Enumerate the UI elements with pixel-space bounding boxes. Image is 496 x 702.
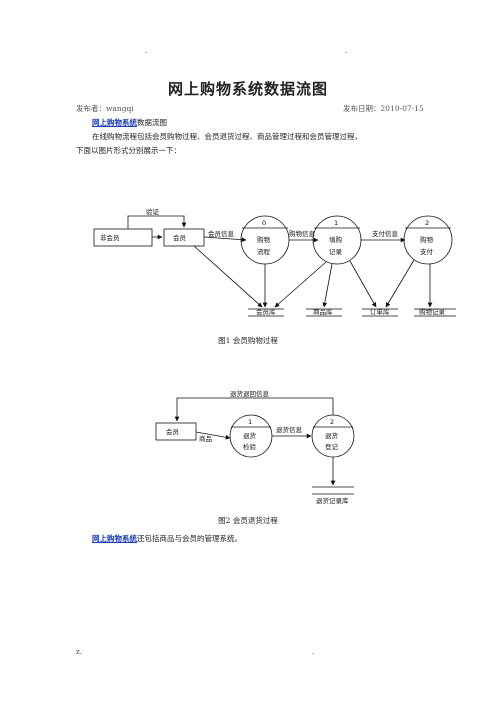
process0-line1: 购物 bbox=[257, 235, 271, 244]
verify-label: 验证 bbox=[146, 207, 160, 216]
outro-link[interactable]: 网上购物系统 bbox=[92, 534, 137, 543]
return-msg-label: 退货信息 bbox=[276, 425, 303, 434]
publish-date: 发布日期：2010-07-15 bbox=[343, 104, 424, 113]
verify-flow bbox=[127, 215, 187, 229]
intro-heading: 网上购物系统数据流图 bbox=[92, 116, 167, 129]
process2-line1: 购物 bbox=[420, 235, 434, 244]
return-store-label: 退货记录库 bbox=[316, 496, 349, 505]
footer-right: . bbox=[312, 648, 315, 656]
purchase-info-label: 购物信息 bbox=[289, 229, 316, 238]
store-members: 会员库 bbox=[256, 307, 276, 316]
f2-process1-num: 1 bbox=[248, 418, 252, 426]
nonmember-label: 非会员 bbox=[100, 233, 120, 242]
page-title: 网上购物系统数据流图 bbox=[167, 80, 328, 98]
f2-process2-num: 2 bbox=[330, 418, 334, 426]
process2-line2: 支付 bbox=[420, 247, 434, 256]
intro-heading-rest: 数据流图 bbox=[137, 118, 167, 127]
return-info-flow bbox=[174, 397, 334, 422]
member-label: 会员 bbox=[173, 233, 187, 242]
outro-rest: 还包括商品与会员的管理系统。 bbox=[137, 534, 242, 543]
figure1-caption: 图1 会员购物过程 bbox=[218, 336, 278, 345]
f2-process1-line2: 检验 bbox=[243, 442, 257, 451]
process1-line1: 填购 bbox=[329, 235, 343, 244]
member-info-label: 会员信息 bbox=[208, 229, 235, 238]
goods-flow-label: 商品 bbox=[199, 434, 212, 443]
f2-process1-line1: 退货 bbox=[243, 431, 257, 440]
process1-num: 1 bbox=[334, 219, 338, 227]
intro-link[interactable]: 网上购物系统 bbox=[92, 118, 137, 127]
store-records: 购物记录 bbox=[419, 307, 446, 316]
publisher: 发布者：wangqi bbox=[76, 104, 134, 113]
process0-line2: 流程 bbox=[257, 247, 271, 256]
process-payment bbox=[403, 215, 453, 265]
store-orders: 订单库 bbox=[370, 307, 390, 316]
top-dot-left: . bbox=[145, 47, 148, 55]
intro-line1: 在线购物流程包括会员购物过程、会员退货过程、商品管理过程和会员管理过程， bbox=[92, 132, 362, 141]
figure2-caption: 图2 会员退货过程 bbox=[218, 516, 278, 525]
intro-line2: 下面以图片形式分别展示一下： bbox=[76, 146, 181, 155]
process0-num: 0 bbox=[262, 219, 266, 227]
store-goods: 商品库 bbox=[313, 307, 333, 316]
member-entity bbox=[163, 228, 205, 247]
payment-info-label: 支付信息 bbox=[372, 229, 399, 238]
member-label-2: 会员 bbox=[166, 427, 180, 436]
return-info-label: 退货退回信息 bbox=[230, 389, 270, 398]
outro: 网上购物系统还包括商品与会员的管理系统。 bbox=[92, 532, 242, 545]
process1-line2: 记录 bbox=[329, 248, 343, 256]
footer-left: z. bbox=[76, 648, 82, 656]
f2-process2-line1: 退货 bbox=[325, 431, 339, 440]
nonmember-entity bbox=[93, 228, 153, 247]
f2-process2-line2: 登记 bbox=[325, 442, 339, 451]
top-dot-right: . bbox=[345, 47, 348, 55]
process2-num: 2 bbox=[425, 219, 429, 227]
member-entity-2 bbox=[155, 422, 197, 441]
